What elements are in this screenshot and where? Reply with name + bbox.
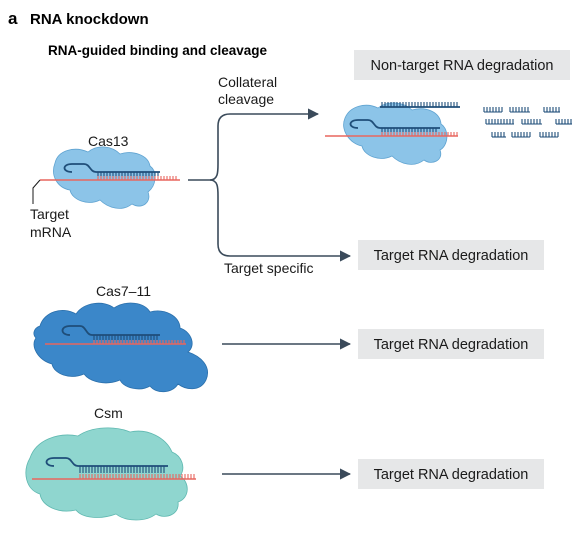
collateral-label-line2: cleavage [218, 91, 274, 107]
cas13-guide-ticks [97, 172, 159, 176]
target-degradation-box-cas711: Target RNA degradation [358, 329, 544, 359]
cas13-outcome-bg [358, 240, 544, 270]
cas711-protein [33, 302, 208, 393]
cas711-guide-ticks [93, 335, 158, 340]
panel-title: RNA knockdown [30, 11, 149, 28]
cas711-label: Cas7–11 [96, 283, 151, 299]
cas711-target-rna [45, 340, 186, 345]
csm-outcome-label: Target RNA degradation [374, 467, 529, 483]
cas13-activated-guide [349, 119, 440, 129]
cas13-guide-rna [63, 163, 160, 176]
csm-guide-rna [45, 457, 168, 473]
collateral-label-line1: Collateral [218, 74, 277, 90]
csm-label: Csm [94, 405, 123, 421]
target-mrna-label-line1: Target [30, 206, 69, 222]
target-mrna-pointer [32, 179, 41, 204]
csm-guide-ticks [79, 466, 165, 473]
cas711-outcome-label: Target RNA degradation [374, 337, 529, 353]
cas13-guide-strand [63, 163, 160, 173]
cas711-guide-rna [61, 325, 160, 340]
cas13-target-mrna [40, 176, 180, 181]
non-target-box-label: Non-target RNA degradation [371, 58, 554, 74]
target-specific-label: Target specific [224, 260, 313, 276]
target-specific-arrow [209, 179, 352, 262]
csm-target-rna [32, 474, 196, 480]
target-degradation-box-csm: Target RNA degradation [358, 459, 544, 489]
cas13-activated [325, 102, 460, 165]
csm-protein [25, 427, 188, 521]
cas711-outcome-bg [358, 329, 544, 359]
cas711-target-ticks [93, 340, 185, 344]
csm-target-ticks [79, 474, 195, 479]
non-target-degradation-box: Non-target RNA degradation [354, 50, 570, 80]
cas13-target-ticks [97, 176, 177, 180]
cas711-guide-strand [61, 325, 160, 336]
target-mrna-label-line2: mRNA [30, 224, 72, 240]
cas13-outcome-label: Target RNA degradation [374, 248, 529, 264]
non-target-box-bg [354, 50, 570, 80]
csm-outcome-bg [358, 459, 544, 489]
panel-letter: a [8, 9, 18, 28]
csm-blob [25, 427, 188, 521]
csm-guide-strand [45, 457, 168, 467]
section-subtitle: RNA-guided binding and cleavage [48, 43, 268, 58]
degraded-rna-fragments [483, 107, 572, 138]
cas13-activated-ticks [381, 102, 458, 136]
cas711-blob [33, 302, 208, 393]
target-degradation-box-cas13: Target RNA degradation [358, 240, 544, 270]
collateral-arrow [209, 108, 320, 181]
cas13-activated-blob [343, 102, 448, 165]
cas13-label: Cas13 [88, 133, 129, 149]
